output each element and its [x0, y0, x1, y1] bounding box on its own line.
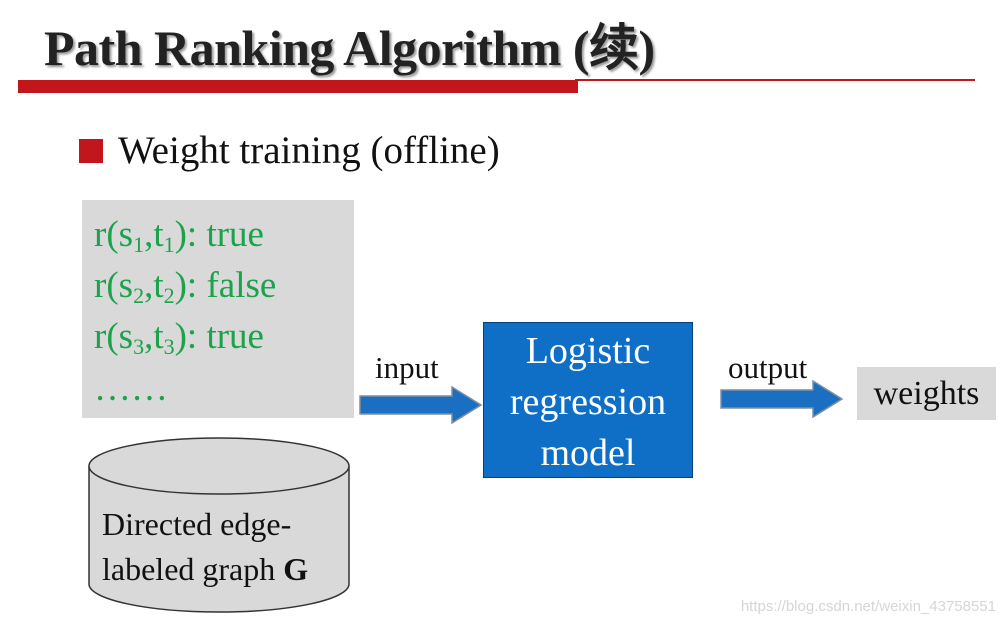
- bullet-text: Weight training (offline): [118, 129, 500, 172]
- input-label: input: [375, 350, 439, 385]
- page-title: Path Ranking Algorithm (续): [44, 20, 655, 76]
- training-example: r(s3,t3): true: [94, 316, 264, 359]
- training-example: r(s2,t2): false: [94, 265, 277, 308]
- logistic-regression-model-box: Logistic regression model: [483, 322, 693, 478]
- output-arrow-icon: [720, 380, 844, 418]
- input-arrow-icon: [359, 386, 483, 424]
- training-example: r(s1,t1): true: [94, 214, 264, 257]
- graph-label: Directed edge- labeled graph G: [102, 506, 309, 587]
- graph-database-icon: [88, 437, 350, 613]
- training-examples-box: r(s1,t1): true r(s2,t2): false r(s3,t3):…: [82, 200, 354, 418]
- title-underline-thin: [575, 79, 975, 81]
- examples-ellipsis: ……: [94, 368, 168, 409]
- output-label: output: [728, 350, 808, 385]
- watermark: https://blog.csdn.net/weixin_43758551: [740, 598, 996, 615]
- bullet-square-icon: [79, 139, 103, 163]
- weights-box: weights: [857, 367, 996, 420]
- title-underline-bar: [18, 80, 578, 93]
